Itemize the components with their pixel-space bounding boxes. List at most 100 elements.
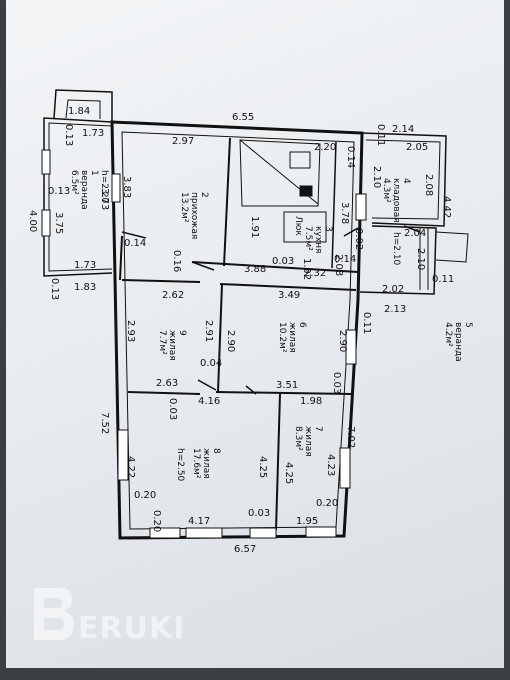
kitchen-wall-left (223, 137, 231, 267)
dim-misc: 0.03 (272, 256, 294, 267)
svg-text:жилая: жилая (287, 322, 297, 353)
dim-pantry-1: 2.14 (392, 124, 414, 135)
svg-text:13.2м²: 13.2м² (179, 192, 189, 223)
dim-misc: 3.88 (244, 264, 266, 275)
svg-text:кладовая: кладовая (391, 178, 401, 223)
room-label-1: 1 веранда 6.5м² h=2.20 (69, 170, 109, 210)
room-label-2: 2 прихожая 13.2м² (179, 192, 209, 239)
room-label-3: 3 кухня 7.5м² (303, 226, 333, 253)
svg-text:кухня: кухня (313, 226, 323, 253)
dim-pantry-3: 2.08 (423, 174, 434, 196)
paper-sheet (6, 0, 504, 668)
svg-text:9: 9 (177, 330, 187, 336)
room-label-8: 8 жилая 17.6м² h=2.50 (175, 448, 221, 482)
steps (435, 231, 469, 263)
dim-misc: 1.73 (82, 128, 104, 139)
dim-top-hall: 2.97 (172, 136, 194, 147)
svg-text:h=2.20: h=2.20 (99, 170, 109, 204)
dim-misc: 1.83 (74, 282, 96, 293)
svg-text:жилая: жилая (201, 448, 211, 479)
dim-right-pantry: 4.42 (441, 196, 452, 218)
svg-text:жилая: жилая (303, 426, 313, 457)
hatch (283, 211, 327, 243)
watermark-text: ERUKI (78, 611, 185, 646)
dim-misc: 0.13 (48, 186, 70, 197)
dim-misc: 3.49 (278, 290, 300, 301)
dim-misc: 0.16 (171, 250, 182, 272)
dim-misc: 2.08 (333, 254, 344, 276)
dim-misc: 2.02 (382, 284, 404, 295)
svg-text:h=2.10: h=2.10 (391, 232, 401, 266)
veranda-right-wall (359, 225, 437, 295)
dim-misc: 0.14 (334, 254, 356, 265)
dimension-labels: 6.55 2.97 2.20 4.00 7.52 6.57 4.17 1.95 … (27, 106, 454, 555)
dim-misc: 2.63 (156, 378, 178, 389)
dim-misc: 4.23 (325, 454, 336, 476)
dim-misc: 4.25 (283, 462, 294, 484)
dim-misc: 1.92 (301, 258, 312, 280)
kitchen-wall-bottom (191, 261, 359, 273)
dim-left-veranda: 4.00 (27, 210, 38, 232)
svg-text:4: 4 (401, 178, 411, 184)
dim-misc: 0.03 (248, 508, 270, 519)
dim-misc: 2.10 (415, 248, 426, 270)
dim-misc: 0.03 (331, 372, 342, 394)
dim-right-house: 7.02 (345, 426, 356, 448)
svg-text:7: 7 (313, 426, 323, 432)
hall-partition (119, 235, 123, 281)
room-label-6: 6 жилая 10.2м² (277, 322, 307, 353)
room-labels: 1 веранда 6.5м² h=2.20 2 прихожая 13.2м²… (69, 170, 473, 482)
pantry-wall (361, 132, 447, 227)
dim-pantry-5: 2.04 (404, 228, 426, 239)
porch-step (65, 99, 101, 119)
dim-bottom-total: 6.57 (234, 544, 256, 555)
dim-misc: 1.73 (74, 260, 96, 271)
dim-misc: 0.14 (345, 146, 356, 168)
svg-text:4.2м²: 4.2м² (443, 322, 453, 347)
svg-text:5: 5 (463, 322, 473, 328)
pantry-wall-inner (365, 139, 441, 220)
dim-bottom-window: 4.17 (188, 516, 210, 527)
dim-misc: 0.20 (134, 490, 156, 501)
dim-pantry-0: 0.11 (375, 124, 386, 146)
dim-top-total: 6.55 (232, 112, 254, 123)
svg-text:8: 8 (211, 448, 221, 454)
doors (121, 225, 421, 395)
svg-text:10.2м²: 10.2м² (277, 322, 287, 353)
dim-misc: 1.84 (68, 106, 90, 117)
room-label-5: 5 веранда 4.2м² (443, 322, 473, 362)
hatch-label: Люк (293, 216, 303, 236)
dim-misc: 4.25 (257, 456, 268, 478)
dim-top-kitchen: 2.20 (314, 142, 336, 153)
walls (43, 89, 469, 540)
svg-text:6: 6 (297, 322, 307, 328)
svg-text:7.5м²: 7.5м² (303, 226, 313, 251)
svg-text:6.5м²: 6.5м² (69, 170, 79, 195)
dim-misc: 0.04 (200, 358, 222, 369)
dim-misc: 0.14 (124, 238, 146, 249)
room7-8-wall (275, 393, 281, 531)
windows (41, 149, 367, 539)
dim-pantry-2: 2.05 (406, 142, 428, 153)
dim-misc: 0.13 (63, 124, 74, 146)
svg-text:жилая: жилая (167, 330, 177, 361)
dim-misc: 2.32 (304, 268, 326, 279)
watermark: ERUKI (34, 588, 185, 646)
veranda-left-wall (43, 117, 113, 277)
dim-misc: 0.20 (316, 498, 338, 509)
dim-pantry-4: 2.10 (371, 166, 382, 188)
dim-misc: 2.91 (203, 320, 214, 342)
room-label-7: 7 жилая 8.3м² (293, 426, 323, 457)
dim-misc: 3.75 (53, 212, 64, 234)
svg-text:веранда: веранда (453, 322, 463, 362)
dim-misc: 2.62 (162, 290, 184, 301)
dim-misc: 3.51 (276, 380, 298, 391)
watermark-logo-icon (34, 588, 74, 640)
dim-misc: 1.98 (300, 396, 322, 407)
dim-misc: 0.20 (151, 510, 162, 532)
dim-bottom-right: 1.95 (296, 516, 318, 527)
veranda-left-wall-inner (48, 122, 113, 272)
room6-wall (219, 283, 357, 291)
dim-misc: 4.22 (125, 456, 136, 478)
